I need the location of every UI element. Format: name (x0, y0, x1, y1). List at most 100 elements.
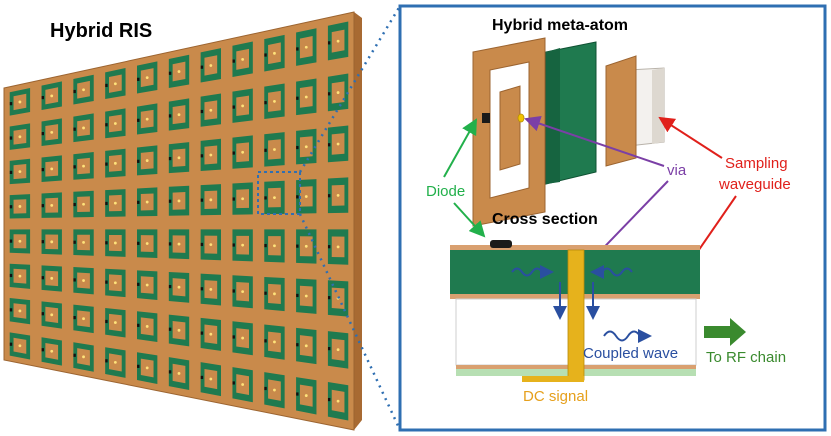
ris-cell-via (50, 276, 54, 280)
ris-cell-diode (41, 168, 45, 172)
ris-cell-diode (232, 59, 235, 63)
cs-dc-line (522, 376, 584, 382)
ris-cell-diode (327, 92, 331, 96)
wave-right (601, 267, 633, 277)
arrow-sampling-top (658, 116, 723, 159)
front-ring-plate (472, 37, 546, 227)
ris-cell-diode (105, 280, 108, 284)
cross-section (450, 240, 700, 382)
ris-cell-diode (296, 47, 299, 51)
ris-cell-diode (9, 136, 13, 140)
ris-cell-via (273, 100, 276, 103)
ris-cell-diode (168, 284, 172, 289)
ris-cell-via (273, 196, 276, 200)
ris-cell-diode (137, 282, 140, 286)
ris-cell-diode (264, 101, 267, 105)
ris-cell-via (273, 148, 276, 151)
substrate-block-side (546, 48, 560, 184)
ris-cell-diode (105, 162, 108, 166)
ris-cell-via (82, 317, 85, 321)
label-via: via (667, 162, 687, 179)
ris-cell-diode (327, 194, 331, 198)
ris-cell-diode (41, 132, 45, 136)
ris-cell-diode (41, 95, 45, 100)
ris-cell-via (241, 150, 245, 154)
ris-cell-diode (9, 102, 13, 106)
ris-cell-via (82, 202, 85, 206)
ris-cell-via (177, 70, 181, 73)
ris-cell-via (209, 377, 213, 381)
ris-cell-via (18, 309, 22, 313)
ris-cell-via (209, 108, 213, 112)
ris-cell-via (50, 203, 54, 207)
ris-cell-via (273, 51, 276, 55)
ris-cell-diode (232, 197, 235, 201)
ris-cell-diode (232, 243, 235, 247)
ris-cell-diode (105, 241, 108, 245)
ris-cell-diode (264, 148, 267, 152)
ris-cell-diode (168, 370, 172, 374)
ris-cell-diode (200, 242, 204, 247)
ris-cell-via (50, 240, 54, 244)
waveguide-block-side (652, 68, 664, 144)
ris-cell-via (82, 126, 85, 130)
ris-cell-via (336, 194, 340, 197)
ris-cell-diode (327, 245, 331, 249)
ris-cell-diode (137, 200, 140, 204)
ris-cell-via (304, 95, 308, 99)
ris-cell-via (145, 325, 149, 328)
cross-section-title: Cross section (492, 211, 598, 228)
ris-cell-via (304, 195, 308, 198)
arrow-diode-top (443, 118, 477, 178)
ris-cell-via (50, 130, 54, 134)
ris-cell-via (241, 104, 245, 108)
ris-cell-via (145, 242, 149, 245)
ris-cell-via (145, 76, 149, 80)
label-sampling: Sampling (725, 155, 788, 172)
ris-cell-diode (264, 53, 267, 57)
cs-top-copper (450, 245, 700, 250)
ris-cell-via (82, 88, 85, 92)
ris-cell-diode (296, 343, 299, 347)
ris-cell-via (209, 332, 213, 336)
ris-cell-via (304, 244, 308, 248)
ris-cell-diode (105, 359, 108, 363)
ris-cell-via (273, 340, 276, 344)
ris-cell-via (177, 199, 181, 203)
ris-cell-diode (137, 364, 140, 368)
ris-cell-via (336, 91, 340, 94)
ris-cell-via (177, 242, 181, 246)
ris-cell-via (113, 360, 117, 364)
ris-cell-diode (327, 347, 331, 351)
ris-cell-diode (137, 77, 140, 81)
ris-cell-diode (73, 165, 76, 169)
left-title: Hybrid RIS (50, 20, 152, 42)
selected-cell-box (257, 171, 301, 215)
ris-cell-diode (73, 240, 76, 244)
ris-cell-diode (264, 196, 267, 200)
ris-cell-via (273, 292, 276, 296)
ris-cell-via (50, 349, 54, 353)
ris-cell-diode (296, 293, 299, 298)
ris-cell-diode (137, 159, 140, 163)
ris-cell-diode (105, 83, 108, 88)
ris-cell-diode (232, 381, 235, 385)
ris-cell-diode (9, 170, 13, 174)
ris-cell-diode (200, 287, 204, 291)
ris-cell-diode (327, 397, 331, 402)
ris-cell-diode (168, 199, 172, 203)
ris-cell-via (145, 283, 149, 287)
ris-cell-via (177, 285, 181, 289)
ris-cell-via (336, 245, 340, 249)
ris-cell-diode (296, 145, 299, 150)
ris-cell-diode (200, 375, 204, 380)
ris-cell-diode (296, 244, 299, 248)
ris-cell-diode (41, 240, 45, 244)
ris-cell-diode (137, 323, 140, 327)
ris-cell-diode (296, 392, 299, 396)
ris-cell-diode (105, 201, 108, 206)
ris-cell-via (209, 153, 213, 157)
ris-cell-via (177, 113, 181, 117)
ris-cell-via (177, 156, 181, 160)
via-dot (517, 113, 525, 123)
